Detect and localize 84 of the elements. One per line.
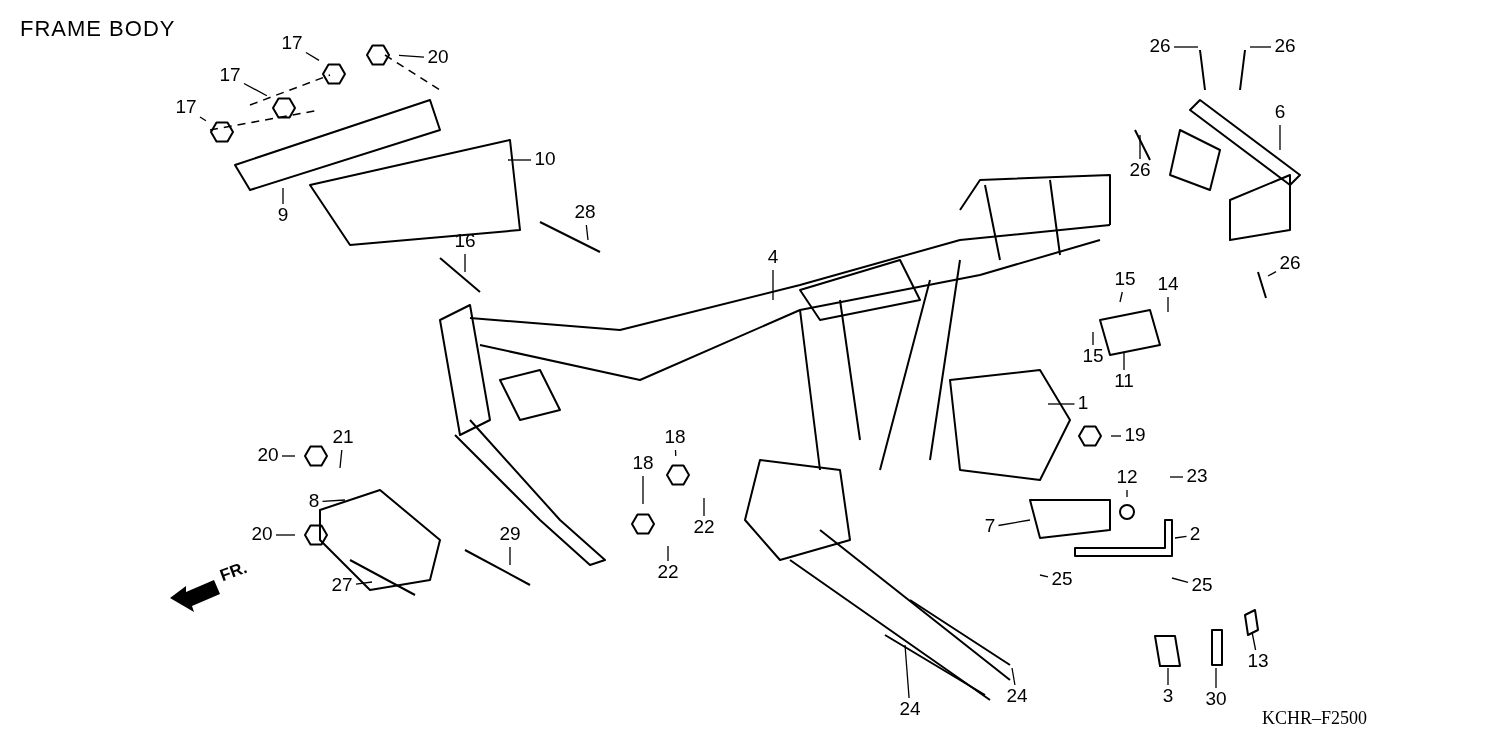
callout-number: 14 [1155,274,1181,296]
callout-number: 23 [1184,466,1210,488]
callout-number: 21 [330,427,356,449]
callout-number: 1 [1075,393,1091,415]
leader-line [509,546,511,566]
callout-number: 20 [425,47,451,69]
leader-line [275,534,296,536]
callout-number: 11 [1111,371,1137,393]
callout-number: 30 [1203,689,1229,711]
leader-line [1139,134,1141,160]
callout-number: 17 [173,97,199,119]
leader-line [904,644,910,699]
callout-number: 3 [1160,686,1176,708]
callout-number: 17 [217,65,243,87]
leader-line [1092,331,1094,346]
callout-number: 22 [691,517,717,539]
leader-line [667,545,669,562]
leader-line [507,159,532,161]
callout-number: 26 [1147,36,1173,58]
leader-line [1251,631,1257,651]
callout-number: 7 [982,516,998,538]
leader-line [1171,577,1189,583]
leader-line [199,116,207,122]
callout-number: 9 [275,205,291,227]
callout-number: 8 [306,491,322,513]
callout-number: 27 [329,575,355,597]
callout-number: 28 [572,202,598,224]
leader-line [355,581,373,585]
leader-line [305,51,320,61]
callout-number: 22 [655,562,681,584]
leader-line [321,499,346,503]
diagram-title: FRAME BODY [20,16,176,42]
leader-line [1173,46,1199,48]
callout-number: 15 [1112,269,1138,291]
callout-number: 29 [497,524,523,546]
callout-number: 10 [532,149,558,171]
leader-line [1047,403,1076,405]
callout-number: 18 [662,427,688,449]
callout-number: 2 [1187,524,1203,546]
leader-line [1110,435,1122,437]
callout-number: 13 [1245,651,1271,673]
drawing-code: KCHR–F2500 [1262,708,1368,729]
leader-line [997,519,1031,527]
leader-line [464,253,466,273]
leader-line [1174,535,1188,539]
leader-line [1011,667,1016,686]
callout-number: 20 [249,524,275,546]
leader-line [1167,296,1169,313]
leader-line [1123,351,1125,371]
callout-number: 24 [1004,686,1030,708]
leader-line [585,224,589,241]
callout-number: 26 [1127,160,1153,182]
leader-line [1119,291,1123,303]
callout-number: 15 [1080,346,1106,368]
callout-number: 26 [1272,36,1298,58]
leader-line [1279,124,1281,151]
callout-number: 4 [765,247,781,269]
callout-number: 26 [1277,253,1303,275]
callout-number: 25 [1049,569,1075,591]
leader-line [243,82,268,97]
leader-line [1126,489,1128,498]
callout-number: 25 [1189,575,1215,597]
leader-line [1039,574,1049,578]
leader-line [703,497,705,517]
callout-number: 12 [1114,467,1140,489]
leader-line [772,269,774,301]
leader-line [1249,46,1272,48]
leader-line [398,54,425,58]
leader-line [1267,271,1277,277]
leader-line [642,475,644,505]
leader-line [1215,667,1217,689]
callout-number: 19 [1122,425,1148,447]
direction-label: FR. [217,557,250,587]
callout-number: 18 [630,453,656,475]
callout-number: 24 [897,699,923,721]
leader-line [1167,667,1169,686]
leader-line [1169,476,1184,478]
leader-line [281,455,296,457]
callout-number: 6 [1272,102,1288,124]
callout-number: 20 [255,445,281,467]
leader-line [674,449,677,457]
leader-line [282,187,284,205]
leader-line [339,449,343,469]
callout-number: 17 [279,33,305,55]
